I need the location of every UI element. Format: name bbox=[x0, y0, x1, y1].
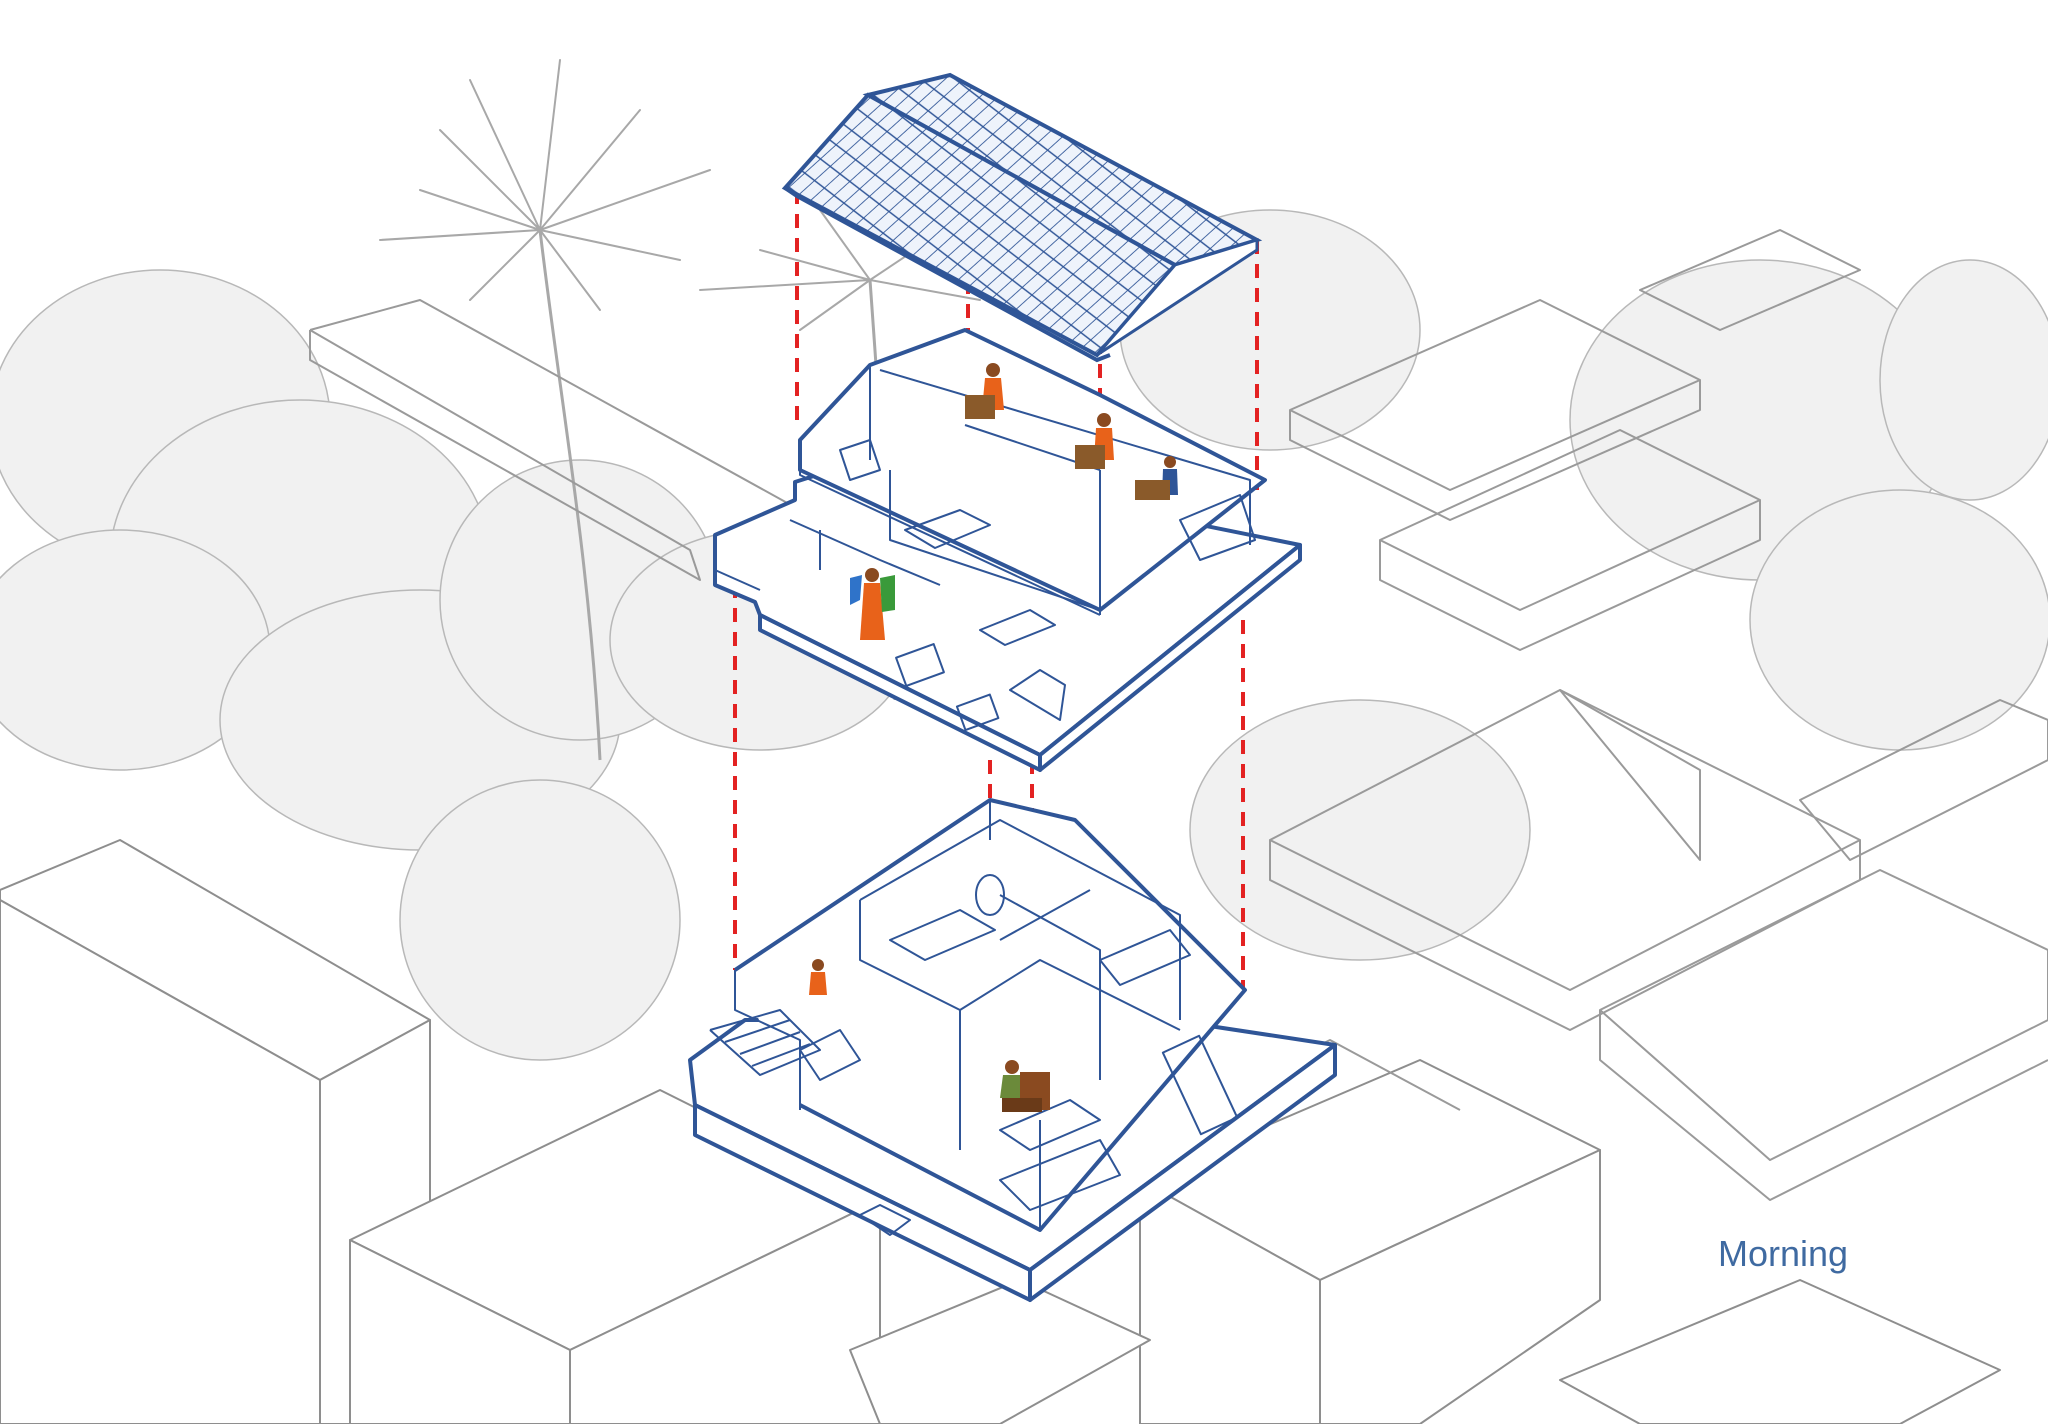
time-of-day-label: Morning bbox=[1718, 1233, 1849, 1274]
roof-tiled bbox=[781, 72, 1263, 363]
figures bbox=[809, 363, 1178, 1112]
woman-hanging-laundry-figure bbox=[850, 568, 895, 640]
upper-floor bbox=[713, 328, 1302, 772]
weaver-figure bbox=[1075, 413, 1114, 469]
ground-floor bbox=[688, 798, 1337, 1302]
weaver-figure bbox=[1135, 456, 1178, 500]
weaver-figure bbox=[965, 363, 1004, 419]
woman-cooking-figure bbox=[809, 959, 827, 995]
background-foliage bbox=[0, 209, 2048, 1061]
seated-man-figure bbox=[1000, 1060, 1050, 1112]
